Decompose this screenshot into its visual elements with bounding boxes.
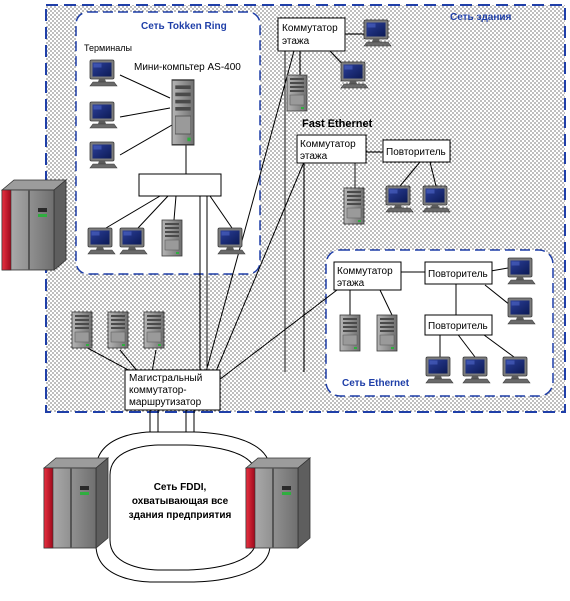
repeater-middle [382, 139, 451, 163]
mainframe-icon [1, 179, 67, 271]
monitor-icon [89, 101, 118, 129]
repeater-ethernet-2 [424, 314, 493, 336]
token-ring-title: Сеть Tokken Ring [141, 21, 227, 32]
floor-switch-ethernet-line2: этажа [337, 278, 365, 289]
repeater-ethernet-1 [424, 261, 493, 285]
mainframe-icon [245, 457, 311, 549]
connection-lines [81, 33, 515, 432]
backbone-line1: Магистральный [129, 373, 202, 384]
repeater-middle-label: Повторитель [386, 147, 446, 158]
monitor-icon [89, 59, 118, 87]
server-tower-icon [161, 219, 183, 257]
monitor-icon [119, 227, 148, 255]
backbone-switch-router [124, 369, 221, 411]
monitor-icon [462, 356, 491, 384]
floor-switch-ethernet [333, 261, 402, 291]
trunk-lines [205, 50, 305, 377]
token-ring-area [75, 11, 261, 275]
monitor-icon [422, 185, 451, 213]
ethernet-network-title: Сеть Ethernet [342, 378, 410, 389]
monitor-icon [217, 227, 246, 255]
server-tower-icon [339, 314, 361, 352]
fast-ethernet-title: Fast Ethernet [302, 118, 373, 130]
server-tower-icon [107, 311, 129, 349]
server-tower-icon [286, 74, 308, 112]
monitor-icon [363, 19, 392, 47]
monitor-icon [502, 356, 531, 384]
monitor-icon [507, 257, 536, 285]
server-tower-icon [171, 79, 195, 146]
token-ring-hub [138, 173, 222, 197]
floor-switch-middle-line1: Коммутатор [300, 139, 356, 150]
monitor-icon [340, 61, 369, 89]
backbone-line3: маршрутизатор [129, 397, 202, 408]
floor-switch-top-line2: этажа [282, 36, 310, 47]
server-tower-icon [71, 311, 93, 349]
building-network-title: Сеть здания [450, 12, 512, 23]
floor-switch-top [277, 17, 346, 52]
floor-switch-top-line1: Коммутатор [282, 23, 338, 34]
fddi-line2: охватывающая все [132, 496, 229, 507]
minicomputer-label: Мини-компьтер AS-400 [134, 62, 241, 73]
fddi-ring [95, 431, 271, 583]
server-tower-icon [143, 311, 165, 349]
backbone-line2: коммутатор- [129, 385, 187, 396]
repeater-ethernet-2-label: Повторитель [428, 321, 488, 332]
fddi-line3: здания предприятия [129, 510, 232, 521]
terminals-label: Терминалы [84, 43, 132, 53]
server-tower-icon [343, 187, 365, 225]
fddi-line1: Сеть FDDI, [154, 482, 207, 493]
server-tower-icon [376, 314, 398, 352]
floor-switch-middle [296, 134, 367, 164]
monitor-icon [425, 356, 454, 384]
floor-switch-middle-line2: этажа [300, 151, 328, 162]
monitor-icon [385, 185, 414, 213]
mainframe-icon [43, 457, 109, 549]
monitor-icon [507, 297, 536, 325]
monitor-icon [87, 227, 116, 255]
repeater-ethernet-1-label: Повторитель [428, 269, 488, 280]
floor-switch-ethernet-line1: Коммутатор [337, 266, 393, 277]
monitor-icon [89, 141, 118, 169]
